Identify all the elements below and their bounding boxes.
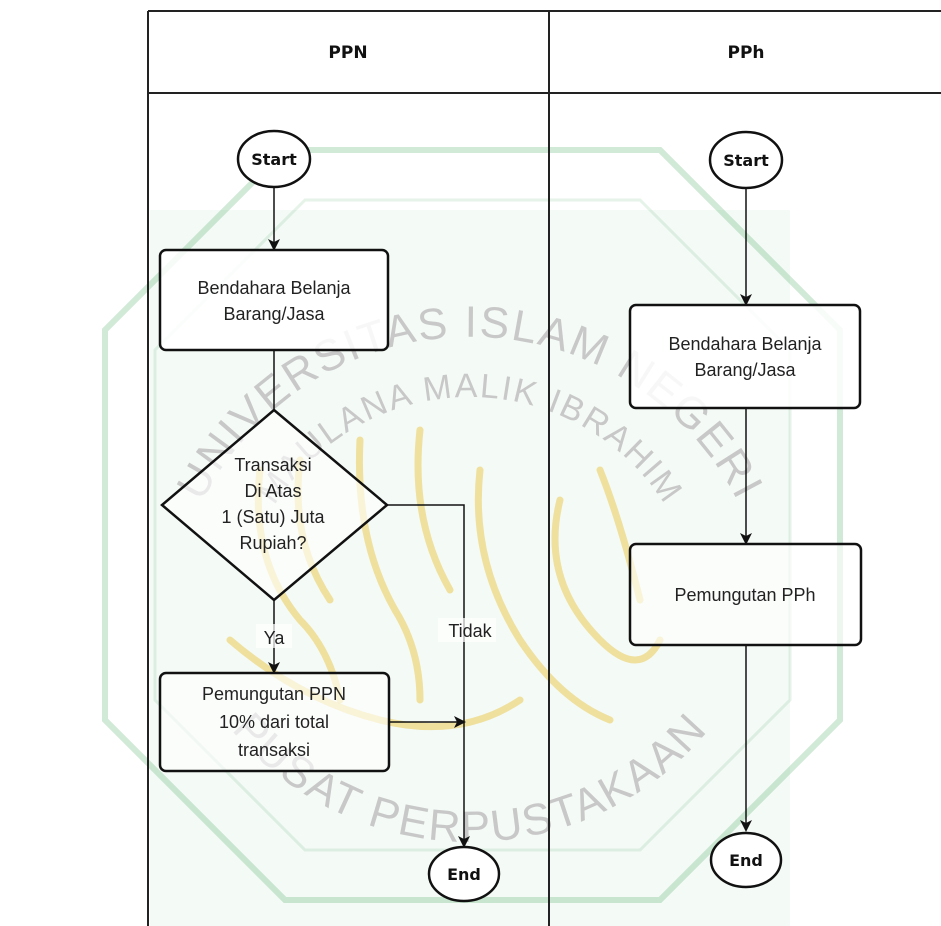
pph-lane: Start Bendahara Belanja Barang/Jasa Pemu…	[628, 130, 863, 889]
watermark-octagon	[102, 147, 843, 903]
pph-start-node	[708, 130, 784, 190]
ppn-process-pemungutan-line2: 10% dari total	[219, 712, 329, 732]
ppn-end-node	[427, 845, 501, 903]
ppn-start-node	[236, 129, 312, 189]
pph-process-bendahara	[628, 303, 862, 410]
ppn-decision-node	[160, 408, 389, 602]
lane-header-ppn: PPN	[328, 43, 367, 63]
pph-process-bendahara-line2: Barang/Jasa	[694, 360, 796, 380]
ppn-end-label: End	[447, 865, 481, 884]
watermark-octagon-inner	[153, 198, 792, 852]
ppn-yes-label: Ya	[264, 628, 286, 648]
pph-process-pemungutan	[628, 542, 863, 647]
pph-start-label: Start	[723, 151, 769, 170]
ppn-connector-decision-no	[387, 504, 470, 848]
ppn-process-bendahara	[158, 248, 390, 352]
ppn-process-bendahara-line2: Barang/Jasa	[223, 304, 325, 324]
ppn-no-label-bg	[438, 618, 496, 642]
pph-end-label: End	[729, 851, 763, 870]
ppn-decision-line4: Rupiah?	[239, 533, 306, 553]
pph-end-node	[709, 831, 783, 889]
ppn-no-label: Tidak	[448, 621, 492, 641]
ppn-decision-line1: Transaksi	[234, 455, 311, 475]
ppn-lane: Start Bendahara Belanja Barang/Jasa Tran…	[158, 129, 501, 903]
lane-header-pph: PPh	[727, 43, 764, 63]
ppn-process-pemungutan-line3: transaksi	[238, 740, 310, 760]
ppn-decision-line3: 1 (Satu) Juta	[221, 507, 325, 527]
pph-process-bendahara-line1: Bendahara Belanja	[668, 334, 822, 354]
ppn-process-pemungutan-line1: Pemungutan PPN	[202, 684, 346, 704]
pph-process-pemungutan-line1: Pemungutan PPh	[674, 585, 815, 605]
ppn-yes-label-bg	[256, 624, 292, 648]
ppn-decision-line2: Di Atas	[244, 481, 301, 501]
swimlane-frame	[147, 10, 941, 926]
ppn-start-label: Start	[251, 150, 297, 169]
ppn-process-pemungutan	[158, 671, 391, 773]
ppn-process-bendahara-line1: Bendahara Belanja	[197, 278, 351, 298]
